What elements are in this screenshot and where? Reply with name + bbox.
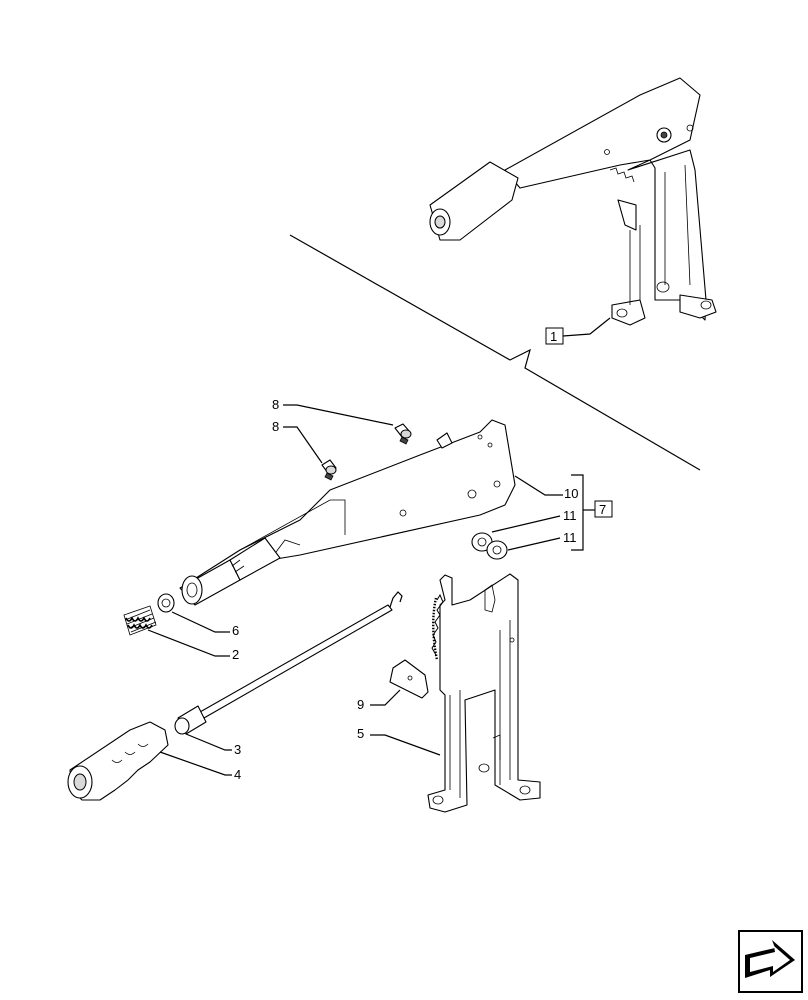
callout-label-1: 1 — [550, 329, 557, 344]
callout-label-10: 10 — [564, 486, 578, 501]
callout-label-6: 6 — [232, 623, 239, 638]
handle-grip-part-4 — [67, 721, 169, 801]
callout-label-8-lower: 8 — [272, 419, 279, 434]
lever-part-10 — [179, 419, 516, 606]
callout-label-7: 7 — [599, 502, 606, 517]
callout-label-2: 2 — [232, 647, 239, 662]
callout-label-3: 3 — [234, 742, 241, 757]
next-page-arrow-icon[interactable] — [738, 930, 803, 993]
grease-fitting-lower — [321, 459, 337, 481]
callout-box-7[interactable] — [594, 500, 613, 518]
callout-label-9: 9 — [357, 697, 364, 712]
callout-label-4: 4 — [234, 767, 241, 782]
plate-part-9 — [389, 659, 429, 699]
assembled-brake-lever — [429, 77, 717, 326]
washer-part-6 — [157, 593, 175, 613]
callout-label-11-upper: 11 — [563, 508, 577, 523]
callout-label-5: 5 — [357, 726, 364, 741]
bracket-part-5 — [427, 573, 541, 813]
grip-sleeve-part-3 — [174, 705, 207, 735]
view-separator-line — [289, 234, 701, 471]
spring-part-2 — [123, 605, 157, 636]
callout-label-11-lower: 11 — [563, 530, 577, 545]
callout-label-8-upper: 8 — [272, 397, 279, 412]
release-rod — [199, 591, 403, 719]
bushing-lower — [486, 540, 508, 560]
grease-fitting-upper — [394, 423, 412, 445]
